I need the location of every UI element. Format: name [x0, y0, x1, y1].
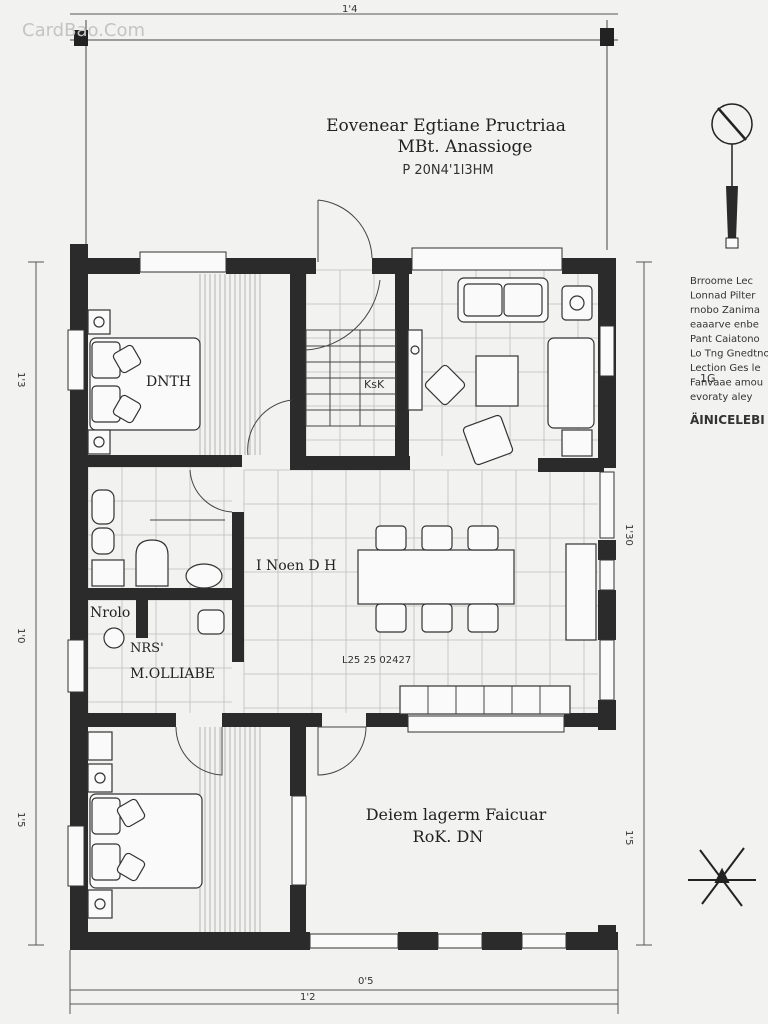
bottom-room-line-2: RoK. DN: [413, 827, 484, 846]
bed-top: [89, 337, 201, 431]
legend-code: 1G: [700, 372, 716, 385]
stair-label: KsK: [364, 378, 385, 391]
legend-heading: ÄINICELEBI: [690, 412, 765, 427]
legend-line: eaaarve enbe: [690, 320, 759, 331]
dim-left-top: 1'3: [15, 372, 26, 387]
windows: [67, 247, 615, 949]
center-note: L25 25 02427: [342, 655, 411, 666]
legend-line: Fanvaae amou: [690, 378, 763, 389]
north-arrow-icon: [711, 103, 753, 249]
compass-rose-icon: [688, 847, 756, 907]
bottom-room-line-1: Deiem lagerm Faicuar: [366, 805, 547, 824]
legend-line: Lonnad Pilter: [690, 291, 756, 302]
nightstands-top: [87, 309, 111, 455]
walls: [70, 244, 618, 950]
legend-line: Pant Caiatono: [690, 334, 760, 345]
living-room-furniture: [407, 277, 595, 466]
bedroom-top-label: DNTH: [146, 374, 191, 390]
bed-bottom: [87, 731, 203, 919]
mollabe-label: M.OLLIABE: [130, 666, 215, 682]
dimension-lines: [28, 13, 652, 1014]
main-room-label: I Noen D H: [256, 558, 336, 574]
staircase: [305, 329, 397, 427]
dim-top: 1'4: [342, 4, 357, 15]
legend-line: rnobo Zanima: [690, 305, 760, 316]
legend-line: Brroome Lec: [690, 276, 753, 287]
bathroom-fixtures: [91, 489, 225, 649]
legend-line: Lo Tng Gnedtno: [690, 349, 768, 360]
tile-floor: [87, 269, 598, 713]
dim-bottom-sub: 0'5: [358, 976, 373, 987]
dim-right-bottom: 1'5: [623, 830, 634, 845]
watermark: CardBao.Com: [22, 20, 145, 41]
dim-right-top: 1'30: [623, 524, 634, 546]
wood-floor-hatching: [199, 274, 261, 932]
title-line-3: P 20N4'1l3HM: [402, 163, 493, 178]
dim-left-mid: 1'0: [15, 628, 26, 643]
title-line-1: Eovenear Egtiane Pructriaa: [326, 116, 566, 136]
ns-label: NRS': [130, 641, 164, 656]
dim-bottom: 1'2: [300, 992, 315, 1003]
title-line-2: MBt. Anassioge: [398, 137, 533, 157]
dim-left-bottom: 1'5: [15, 812, 26, 827]
wc-label: Nrolo: [90, 605, 130, 621]
dining-set: [357, 525, 597, 715]
legend-line: evoraty aley: [690, 392, 753, 403]
doors: [175, 199, 381, 776]
property-outline: [70, 20, 618, 250]
legend-line: Lection Ges le: [690, 363, 761, 374]
